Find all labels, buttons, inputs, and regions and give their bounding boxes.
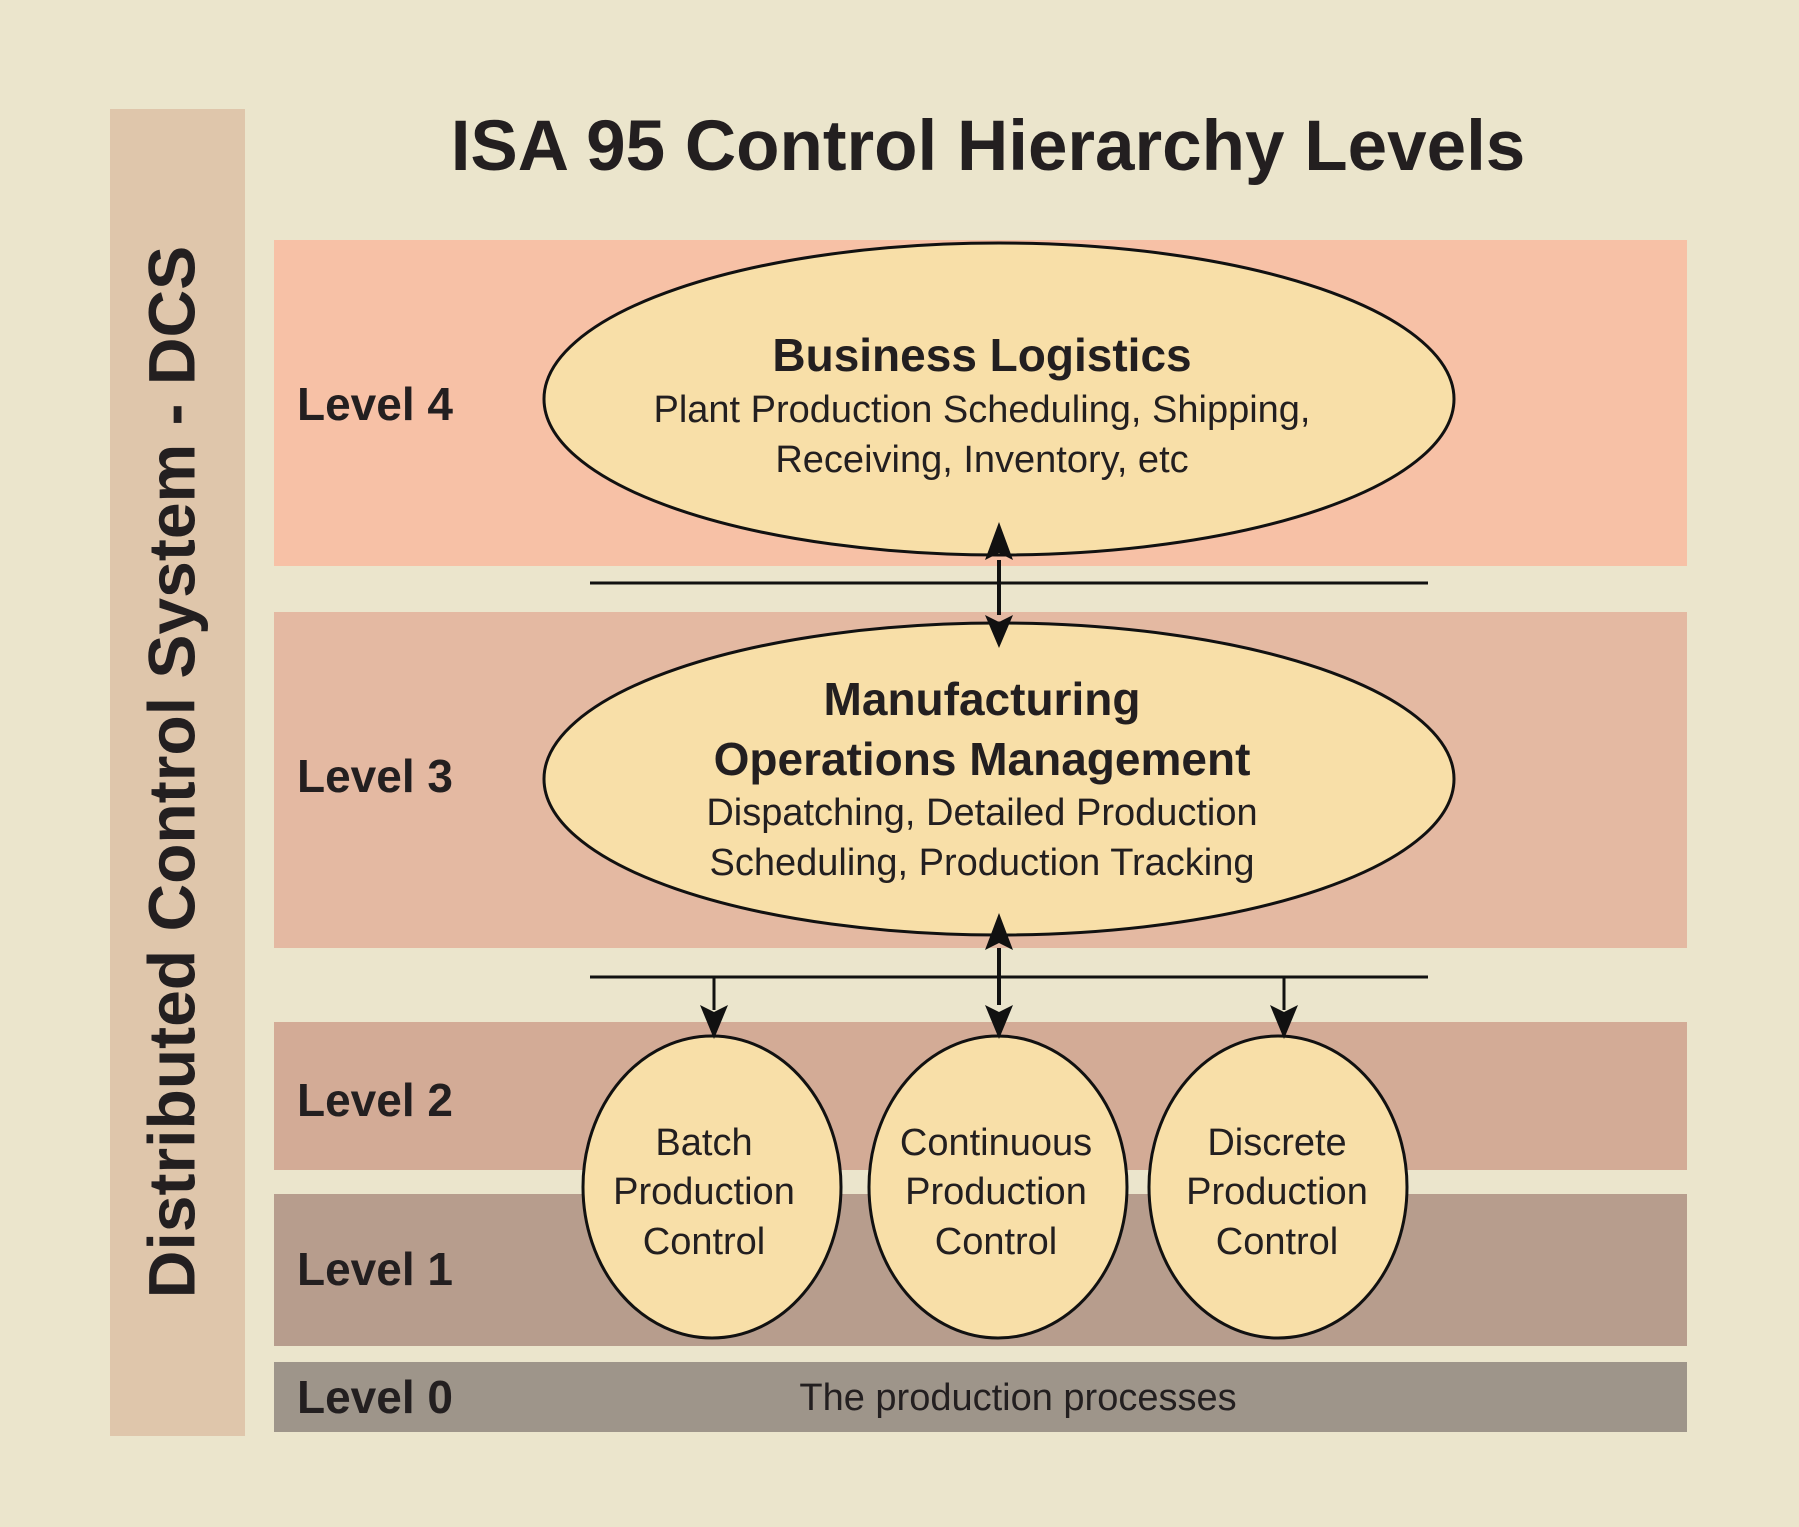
level-0-label: Level 0 <box>297 1371 453 1423</box>
business-logistics-line-1: Plant Production Scheduling, Shipping, <box>653 389 1310 431</box>
diagram-title: ISA 95 Control Hierarchy Levels <box>451 107 1526 186</box>
arrow-down-head-icon <box>985 615 1013 648</box>
sidebar-label: Distributed Control System - DCS <box>134 246 208 1298</box>
discrete-line-2: Production <box>1186 1171 1368 1213</box>
sidebar-panel <box>110 109 245 1436</box>
mom-title-line-1: Manufacturing <box>824 673 1141 725</box>
mom-title-line-2: Operations Management <box>714 733 1251 785</box>
mom-line-2: Scheduling, Production Tracking <box>710 842 1255 884</box>
level-1-label: Level 1 <box>297 1243 453 1295</box>
batch-line-2: Production <box>613 1171 795 1213</box>
batch-control-node <box>581 1034 843 1340</box>
discrete-line-3: Control <box>1216 1221 1339 1263</box>
level-2-label: Level 2 <box>297 1074 453 1126</box>
mom-line-1: Dispatching, Detailed Production <box>706 792 1257 834</box>
level-0-band <box>274 1362 1687 1432</box>
arrow-up-head-icon <box>985 522 1013 560</box>
level-4-label: Level 4 <box>297 378 453 430</box>
business-logistics-title: Business Logistics <box>772 329 1191 381</box>
batch-line-3: Control <box>643 1221 766 1263</box>
level-3-label: Level 3 <box>297 750 453 802</box>
discrete-line-1: Discrete <box>1207 1122 1346 1164</box>
business-logistics-node <box>542 241 1456 557</box>
batch-line-1: Batch <box>655 1122 752 1164</box>
arrow-to-discrete-icon <box>1270 1005 1298 1039</box>
business-logistics-line-2: Receiving, Inventory, etc <box>775 439 1188 481</box>
continuous-line-2: Production <box>905 1171 1087 1213</box>
arrow-to-batch-icon <box>700 1005 728 1039</box>
arrow-to-continuous-icon <box>985 1005 1013 1039</box>
continuous-line-1: Continuous <box>900 1122 1092 1164</box>
discrete-control-node <box>1147 1034 1409 1340</box>
arrow-up-to-mom-icon <box>985 913 1013 950</box>
continuous-line-3: Control <box>935 1221 1058 1263</box>
level-0-description: The production processes <box>799 1377 1236 1419</box>
